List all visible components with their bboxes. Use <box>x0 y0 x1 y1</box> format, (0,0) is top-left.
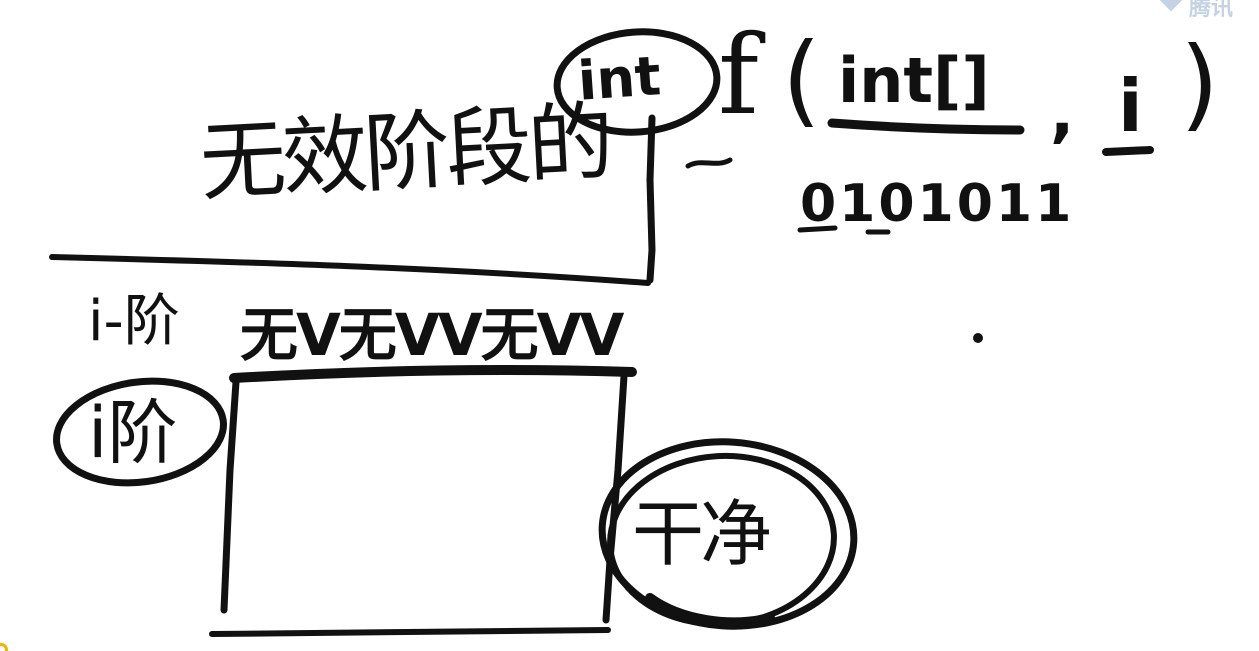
row-label: i-阶 <box>88 289 180 354</box>
lower-box-left-line <box>220 378 240 614</box>
int-circle <box>553 28 721 136</box>
comma: , <box>1050 77 1075 151</box>
param-type-underline <box>827 118 1025 135</box>
binary-string: 0101011 <box>800 174 1075 234</box>
param-i: i <box>1118 64 1143 148</box>
left-label-circle <box>53 377 227 487</box>
lower-box-top-line <box>229 365 637 383</box>
app-logo-icon <box>1159 0 1183 12</box>
circle-left-label: i阶 <box>88 392 178 474</box>
top-box-right-line <box>646 114 656 284</box>
tilde-mark <box>685 157 733 169</box>
top-box-bottom-line <box>49 254 651 286</box>
app-logo: 腾讯 <box>1159 0 1259 18</box>
close-paren: ) <box>1180 25 1220 142</box>
top-box-label: 无效阶段的 <box>197 92 613 214</box>
right-label-scribble <box>645 593 775 628</box>
lower-box-bottom-line <box>209 627 611 637</box>
app-logo-text: 腾讯 <box>1189 0 1234 18</box>
bit-underline <box>797 225 838 233</box>
open-paren: ( <box>782 21 822 138</box>
param-type: int[] <box>838 44 990 117</box>
function-name: f <box>718 11 759 139</box>
corner-indicator-icon <box>0 643 8 651</box>
row-values: 无V无VV无VV <box>240 301 624 369</box>
ink-dot <box>973 333 983 343</box>
circle-right-label: 干净 <box>632 492 772 576</box>
param-i-underline <box>1102 146 1154 156</box>
